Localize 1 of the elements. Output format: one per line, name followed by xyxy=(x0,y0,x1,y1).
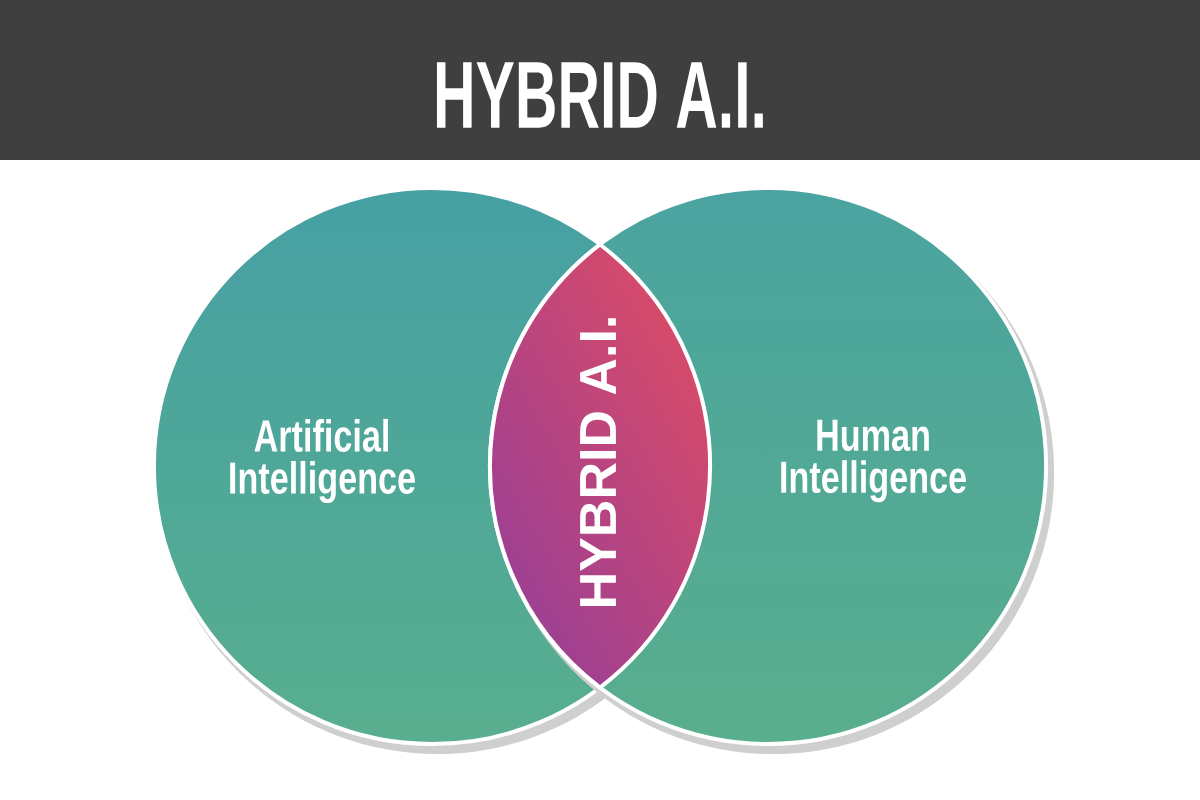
title-banner: HYBRID A.I. xyxy=(0,0,1200,160)
